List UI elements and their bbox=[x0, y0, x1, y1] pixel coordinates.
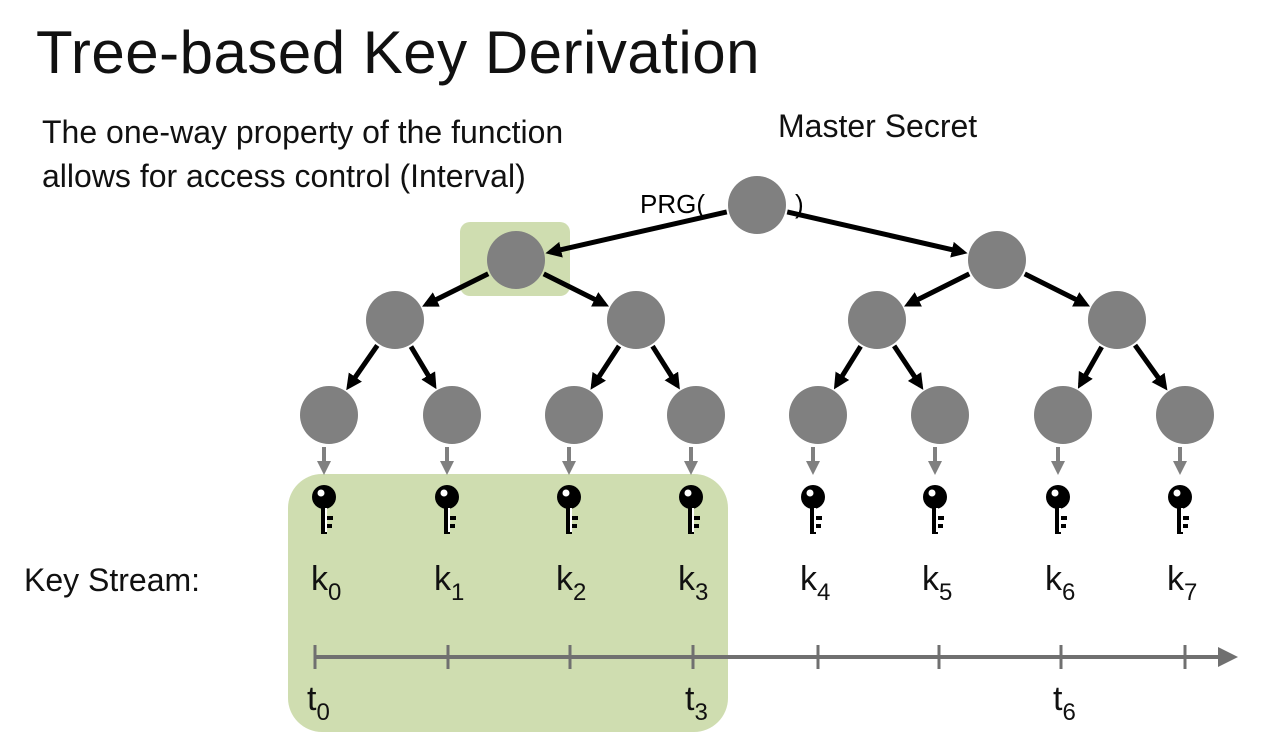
key-label-7: k7 bbox=[1167, 560, 1197, 606]
tree-edge-arrow bbox=[545, 209, 728, 258]
tree-node-lr bbox=[607, 291, 665, 349]
tree-node-rr bbox=[1088, 291, 1146, 349]
key-label-5: k5 bbox=[922, 560, 952, 606]
tree-edge-arrow bbox=[1077, 345, 1104, 389]
key-stream-label: Key Stream: bbox=[24, 562, 201, 598]
tree-nodes bbox=[300, 176, 1214, 444]
tree-edge-arrow bbox=[786, 209, 968, 258]
key-icon bbox=[1168, 485, 1192, 534]
tree-edge-arrow bbox=[422, 271, 490, 307]
tree-edge-arrow bbox=[1023, 271, 1090, 307]
tree-edge-arrow bbox=[892, 344, 924, 390]
tree-node-leaf2 bbox=[545, 386, 603, 444]
tree-node-leaf1 bbox=[423, 386, 481, 444]
timeline bbox=[313, 645, 1238, 669]
key-icon bbox=[557, 485, 581, 534]
tree-node-ll bbox=[366, 291, 424, 349]
tree-edge-arrow bbox=[650, 344, 680, 390]
tree-node-leaf7 bbox=[1156, 386, 1214, 444]
tree-node-l bbox=[487, 231, 545, 289]
tree-node-leaf5 bbox=[911, 386, 969, 444]
tree-edge-arrow bbox=[408, 345, 437, 390]
subtitle-line-1: The one-way property of the function bbox=[42, 114, 564, 150]
prg-close-label: ) bbox=[795, 189, 804, 219]
key-icon bbox=[801, 485, 825, 534]
tree-node-leaf6 bbox=[1034, 386, 1092, 444]
subtitle: The one-way property of the function all… bbox=[42, 110, 563, 198]
tree-edge-arrow bbox=[1133, 343, 1168, 391]
key-label-4: k4 bbox=[800, 560, 830, 606]
key-icon bbox=[923, 485, 947, 534]
tree-edge-arrow bbox=[833, 345, 863, 390]
tree-edge-arrow bbox=[542, 271, 609, 307]
leaf-to-key-arrows bbox=[317, 447, 1187, 475]
tree-node-r bbox=[968, 231, 1026, 289]
tree-edge-arrow bbox=[590, 344, 622, 390]
master-secret-node bbox=[728, 176, 786, 234]
slide-title: Tree-based Key Derivation bbox=[36, 19, 760, 86]
tree-edges bbox=[346, 209, 1168, 391]
subtitle-line-2: allows for access control (Interval) bbox=[42, 158, 526, 194]
key-icon bbox=[679, 485, 703, 534]
tree-edge-arrow bbox=[904, 271, 971, 307]
key-icon bbox=[435, 485, 459, 534]
highlight-interval bbox=[288, 474, 728, 732]
master-secret-label: Master Secret bbox=[778, 108, 978, 144]
key-label-6: k6 bbox=[1045, 560, 1075, 606]
key-icon bbox=[312, 485, 336, 534]
tree-node-leaf0 bbox=[300, 386, 358, 444]
tree-node-leaf3 bbox=[667, 386, 725, 444]
tree-node-leaf4 bbox=[789, 386, 847, 444]
tree-edge-arrow bbox=[346, 344, 380, 391]
prg-open-label: PRG( bbox=[640, 189, 705, 219]
key-icon bbox=[1046, 485, 1070, 534]
time-label-6: t6 bbox=[1053, 680, 1076, 726]
key-icons bbox=[312, 485, 1192, 534]
tree-node-rl bbox=[848, 291, 906, 349]
